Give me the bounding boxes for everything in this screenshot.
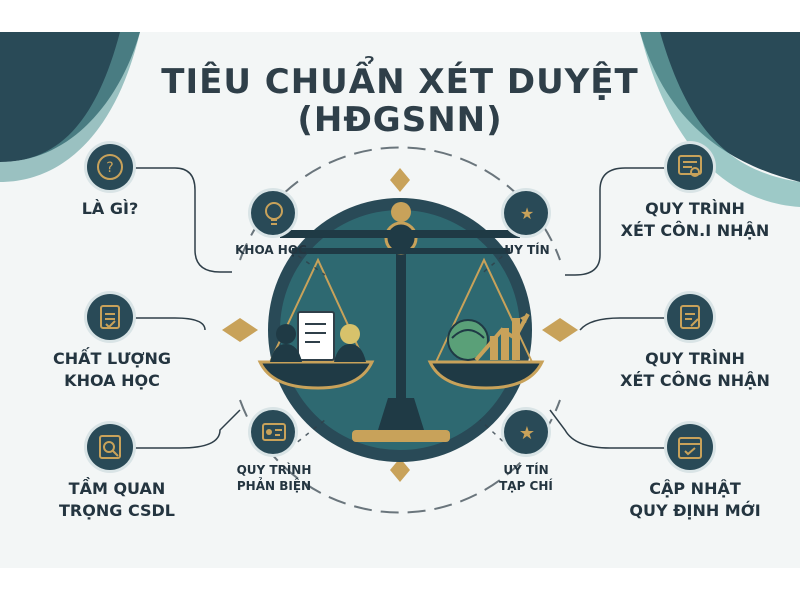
gold-diamonds bbox=[222, 168, 578, 482]
right-label-3-line2: QUY ĐỊNH MỚI bbox=[629, 501, 761, 520]
right-label-1-line1: QUY TRÌNH bbox=[645, 199, 745, 218]
inner-label-1: KHOA HỌC bbox=[235, 243, 307, 257]
svg-text:★: ★ bbox=[519, 423, 535, 444]
stars-laurel-icon: ★ bbox=[504, 191, 548, 235]
inner-label-4-line1: UY TÍN bbox=[503, 463, 549, 477]
people-document-illustration bbox=[270, 311, 366, 362]
left-label-2-line2: KHOA HỌC bbox=[64, 371, 160, 390]
page-title: TIÊU CHUẨN XÉT DUYỆT bbox=[161, 62, 639, 102]
calendar-check-icon bbox=[667, 424, 713, 470]
globe-chart-illustration bbox=[447, 313, 530, 362]
book-search-icon bbox=[87, 424, 133, 470]
clipboard-check-icon bbox=[87, 294, 133, 340]
inner-label-3-line1: QUY TRÌNH bbox=[236, 463, 312, 477]
review-card-icon bbox=[251, 410, 295, 454]
inner-label-3-line2: PHẢN BIỆN bbox=[236, 479, 312, 493]
right-label-2-line2: XÉT CÔNG NHẬN bbox=[620, 371, 770, 390]
inner-connectors bbox=[289, 249, 511, 449]
document-search-icon bbox=[667, 144, 713, 190]
lightbulb-icon bbox=[251, 191, 295, 235]
right-label-2-line1: QUY TRÌNH bbox=[645, 349, 745, 368]
star-badge-icon: ★ bbox=[504, 410, 548, 454]
left-label-3: TẦM QUAN TRỌNG CSDL bbox=[42, 478, 192, 522]
inner-label-2: UY TÍN bbox=[504, 243, 550, 257]
left-label-1: LÀ GÌ? bbox=[81, 199, 139, 218]
connector-lines bbox=[132, 167, 666, 449]
right-label-3: CẬP NHẬT QUY ĐỊNH MỚI bbox=[600, 478, 790, 522]
right-label-3-line1: CẬP NHẬT bbox=[649, 479, 741, 498]
left-label-3-line2: TRỌNG CSDL bbox=[59, 501, 175, 520]
right-label-2: QUY TRÌNH XÉT CÔNG NHẬN bbox=[600, 348, 790, 392]
left-label-2-line1: CHẤT LƯỢNG bbox=[52, 349, 172, 368]
right-label-1-line2: XÉT CÔN.I NHẬN bbox=[620, 221, 770, 240]
page-subtitle: (HĐGSNN) bbox=[297, 100, 503, 140]
inner-label-3: QUY TRÌNH PHẢN BIỆN bbox=[232, 462, 316, 494]
inner-label-4: UY TÍN TẠP CHÍ bbox=[486, 462, 566, 494]
right-label-1: QUY TRÌNH XÉT CÔN.I NHẬN bbox=[600, 198, 790, 242]
svg-text:?: ? bbox=[106, 160, 113, 176]
svg-text:★: ★ bbox=[520, 204, 534, 223]
left-label-2: CHẤT LƯỢNG KHOA HỌC bbox=[42, 348, 182, 392]
inner-label-4-line2: TẠP CHÍ bbox=[499, 479, 553, 493]
clipboard-edit-icon bbox=[667, 294, 713, 340]
left-label-3-line1: TẦM QUAN bbox=[68, 479, 166, 498]
question-gear-icon: ? bbox=[87, 144, 133, 190]
corner-decorations bbox=[0, 32, 800, 207]
